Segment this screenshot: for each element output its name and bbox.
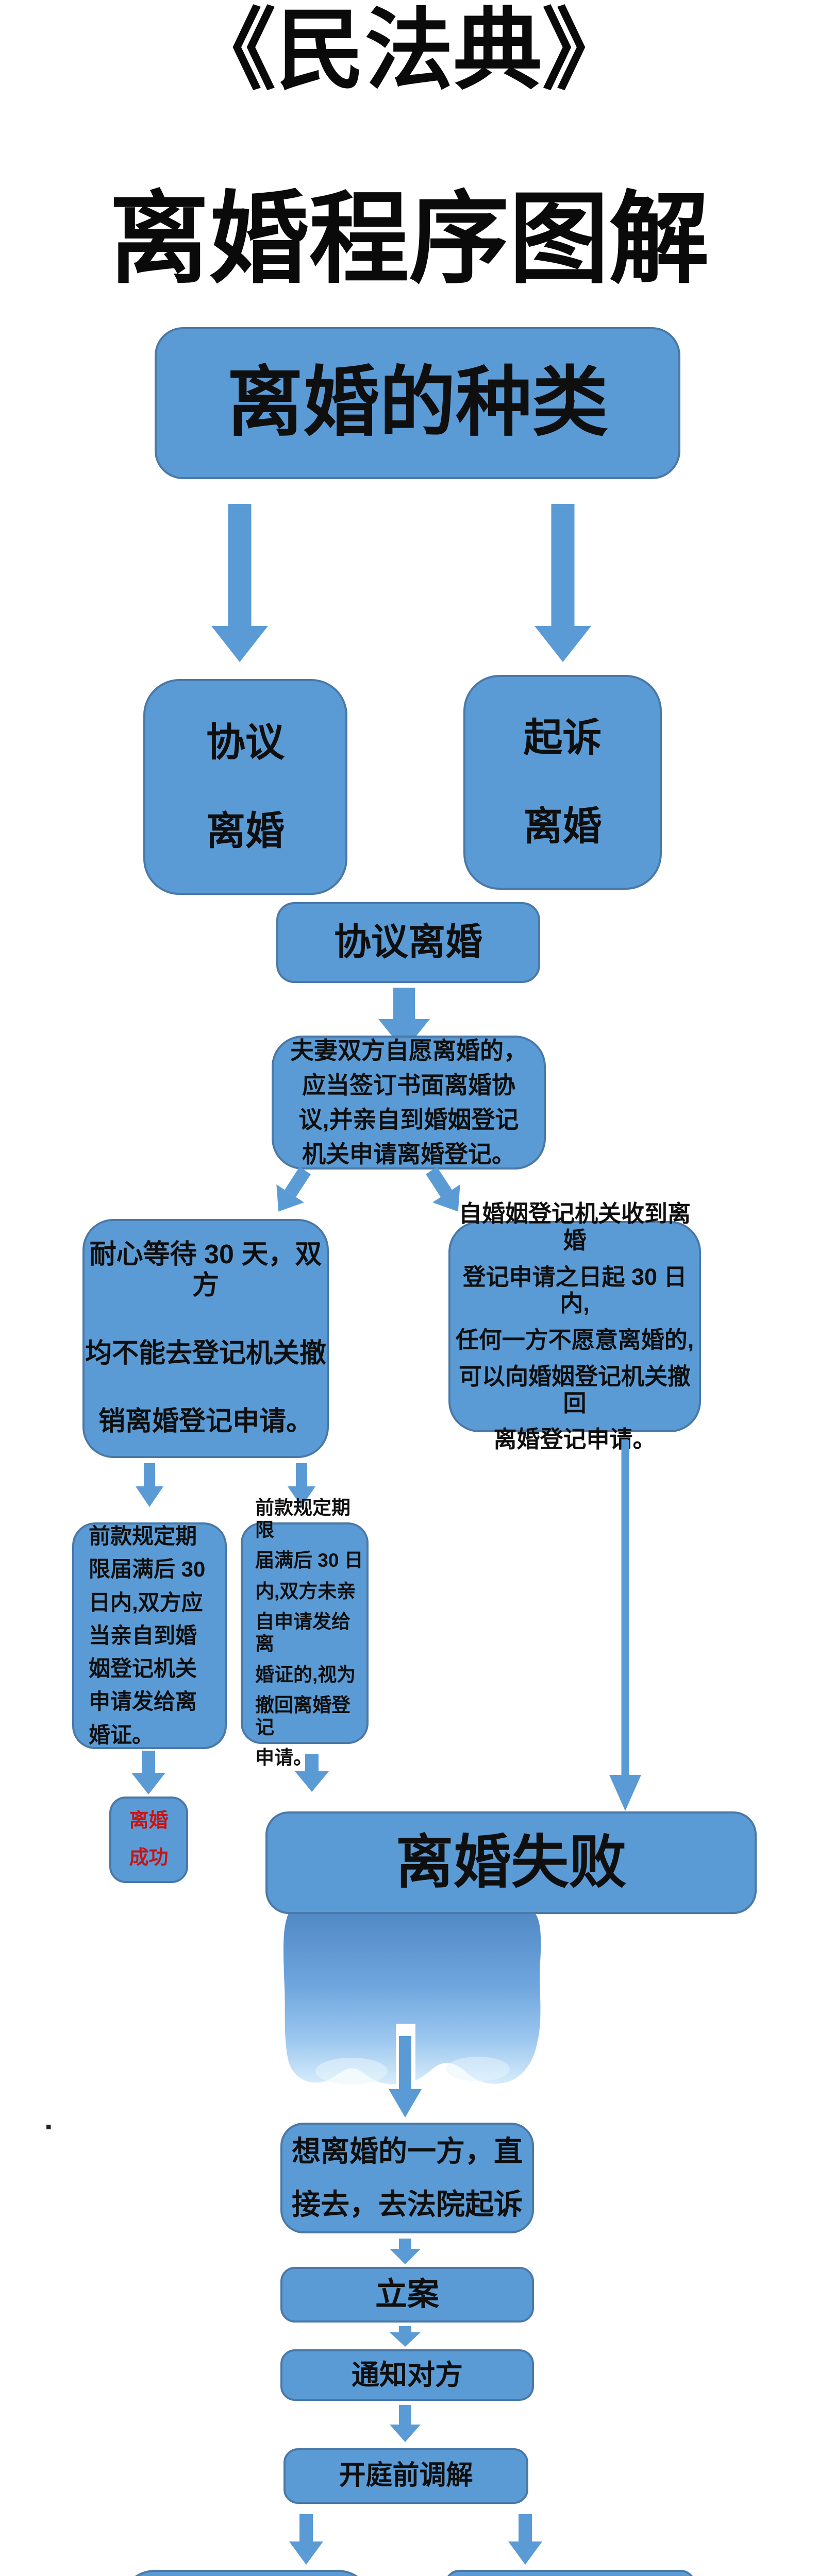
arrow-down-icon [136,1463,163,1507]
stray-dot-artifact: . [44,2102,53,2136]
node-pretrial-mediation: 开庭前调解 [283,2448,528,2504]
arrow-down-left-icon [264,1162,319,1221]
arrow-down-icon [390,2239,421,2264]
node-issue-summons: 发传票 [444,2570,696,2576]
node-divorce-success-small: 离婚 成功 [109,1797,188,1883]
node-litigation-divorce: 起诉 离婚 [463,675,662,890]
node-label: 想离婚的一方，直 [292,2135,523,2168]
arrow-down-icon [535,504,591,662]
node-label: 任何一方不愿意离婚的, [455,1327,694,1353]
node-label: 离婚 [206,809,285,853]
node-label: 前款规定期限 [255,1497,350,1540]
node-withdraw-within-30-days: 自婚姻登记机关收到离婚 登记申请之日起 30 日内, 任何一方不愿意离婚的, 可… [448,1200,701,1452]
page-title: 《民法典》 [187,1,631,100]
arrow-down-icon [389,2036,422,2117]
node-label: 开庭前调解 [339,2461,473,2491]
node-label: 前款规定期 [89,1523,197,1548]
node-notify-other-party: 通知对方 [280,2349,534,2401]
node-label: 成功 [129,1847,169,1869]
node-label: 离婚失败 [395,1830,627,1895]
decorative-blob [283,1905,541,2088]
node-label: 离婚 [523,805,602,849]
node-label: 撤回离婚登记 [255,1694,350,1738]
node-label: 申请。 [255,1747,312,1769]
node-label: 自申请发给离 [255,1611,350,1654]
node-label: 协议离婚 [333,922,482,963]
node-label: 届满后 30 日 [255,1550,363,1571]
node-label: 机关申请离婚登记。 [302,1140,515,1167]
node-divorce-kinds: 离婚的种类 [155,327,680,479]
node-label: 离婚 [129,1810,169,1832]
arrow-down-icon [508,2514,542,2565]
node-label: 申请发给离 [89,1689,197,1714]
node-label: 婚证的,视为 [255,1664,356,1685]
node-label: 应当签订书面离婚协 [302,1072,515,1099]
node-label: 协议 [206,720,285,765]
arrow-down-icon [211,504,268,662]
node-label: 均不能去登记机关撤 [85,1338,326,1368]
node-go-to-court: 想离婚的一方，直 接去，去法院起诉 [280,2123,534,2233]
node-label: 婚证。 [89,1722,154,1747]
node-label: 离婚的种类 [227,360,608,446]
node-label: 可以向婚姻登记机关撤回 [458,1363,691,1416]
arrow-down-icon [131,1751,165,1794]
node-label: 登记申请之日起 30 日内, [462,1263,687,1317]
node-label: 议,并亲自到婚姻登记 [298,1106,519,1133]
node-wait-30-days: 耐心等待 30 天，双方 均不能去登记机关撤 销离婚登记申请。 [82,1219,329,1458]
node-agreement-divorce-header: 协议离婚 [276,902,540,983]
node-label: 姻登记机关 [89,1656,197,1681]
node-agreement-divorce: 协议 离婚 [143,679,347,895]
node-label: 内,双方未亲 [255,1580,356,1602]
node-deemed-withdrawn-rule: 前款规定期限 届满后 30 日 内,双方未亲 自申请发给离 婚证的,视为 撤回离… [241,1497,369,1768]
page-subtitle: 离婚程序图解 [109,183,709,295]
arrow-down-icon [289,2514,323,2565]
arrow-down-icon [390,2326,421,2347]
arrow-down-icon [295,1754,329,1792]
node-apply-certificate-rule: 前款规定期 限届满后 30 日内,双方应 当亲自到婚 姻登记机关 申请发给离 婚… [72,1522,227,1749]
node-label: 通知对方 [352,2359,463,2391]
node-label: 夫妻双方自愿离婚的， [290,1037,527,1064]
node-case-filing: 立案 [280,2267,534,2323]
node-label: 接去，去法院起诉 [292,2188,523,2221]
arrow-down-long-icon [609,1440,641,1811]
node-label: 销离婚登记申请。 [98,1406,313,1436]
node-divorce-failed-wide: 离婚失败 [265,1811,757,1914]
node-label: 立案 [375,2277,439,2313]
arrow-down-icon [390,2405,421,2442]
node-label: 日内,双方应 [89,1590,203,1615]
node-label: 自婚姻登记机关收到离婚 [458,1200,691,1253]
arrow-down-icon [288,1463,315,1507]
node-label: 限届满后 30 [89,1557,206,1582]
node-label: 起诉 [523,716,602,760]
node-voluntary-divorce-rule: 夫妻双方自愿离婚的， 应当签订书面离婚协 议,并亲自到婚姻登记 机关申请离婚登记… [272,1036,546,1170]
node-mediated-divorce: 调解 离婚 [119,2570,374,2576]
node-label: 耐心等待 30 天，双方 [89,1240,322,1301]
node-label: 当亲自到婚 [89,1623,197,1648]
